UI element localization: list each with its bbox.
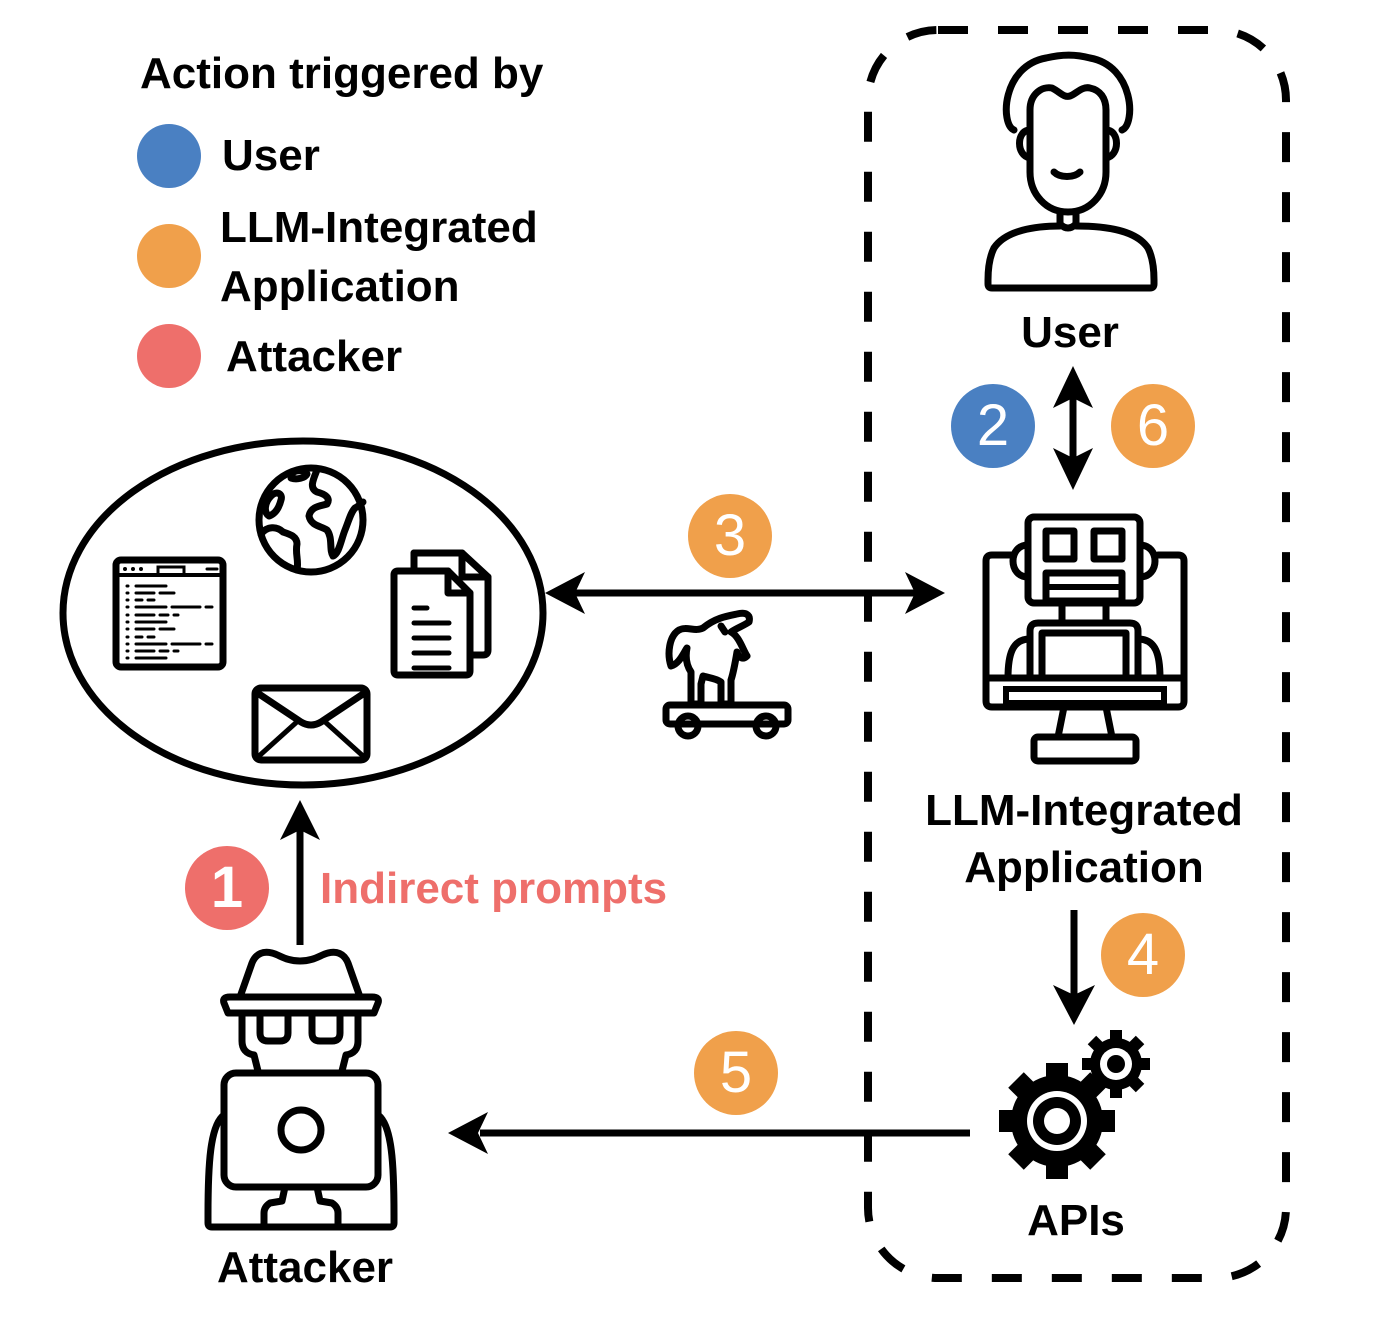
app-boundary <box>864 26 1290 1282</box>
step-badge-3: 3 <box>688 494 772 578</box>
step-badge-1: 1 <box>185 846 269 930</box>
step-badge-5: 5 <box>694 1031 778 1115</box>
globe-icon <box>255 464 367 576</box>
documents-icon <box>390 549 492 679</box>
legend-label-llm-app-line1: LLM-Integrated <box>220 203 538 252</box>
code-window-icon <box>112 556 227 671</box>
step-badge-4: 4 <box>1101 913 1185 997</box>
step-badge-6: 6 <box>1111 384 1195 468</box>
trojan-horse-icon <box>662 609 792 740</box>
step5-arrow <box>448 1112 970 1154</box>
llm-app-label-line2: Application <box>964 843 1204 892</box>
user-icon <box>984 51 1158 292</box>
legend-label-attacker: Attacker <box>226 332 403 381</box>
apis-label: APIs <box>1027 1196 1125 1245</box>
step2-6-arrow <box>1053 366 1093 490</box>
legend-dot-user <box>137 124 201 188</box>
step1-arrow <box>280 800 320 945</box>
step3-arrow <box>545 572 945 614</box>
hacker-laptop-icon <box>204 948 398 1231</box>
llm-app-label-line1: LLM-Integrated <box>925 786 1243 835</box>
legend-title: Action triggered by <box>140 49 544 98</box>
legend-label-llm-app-line2: Application <box>220 262 460 311</box>
gears-icon <box>999 1030 1150 1179</box>
attacker-label: Attacker <box>216 1243 394 1292</box>
legend-dot-attacker <box>137 324 201 388</box>
robot-monitor-icon <box>982 513 1188 765</box>
data-sources-ellipse <box>59 437 547 789</box>
envelope-icon <box>251 684 371 764</box>
user-label: User <box>1021 308 1119 357</box>
step4-arrow <box>1053 910 1095 1025</box>
legend-label-user: User <box>222 131 320 180</box>
indirect-prompts-label: Indirect prompts <box>320 864 668 913</box>
step-badge-2: 2 <box>951 384 1035 468</box>
legend-dot-llm-app <box>137 224 201 288</box>
